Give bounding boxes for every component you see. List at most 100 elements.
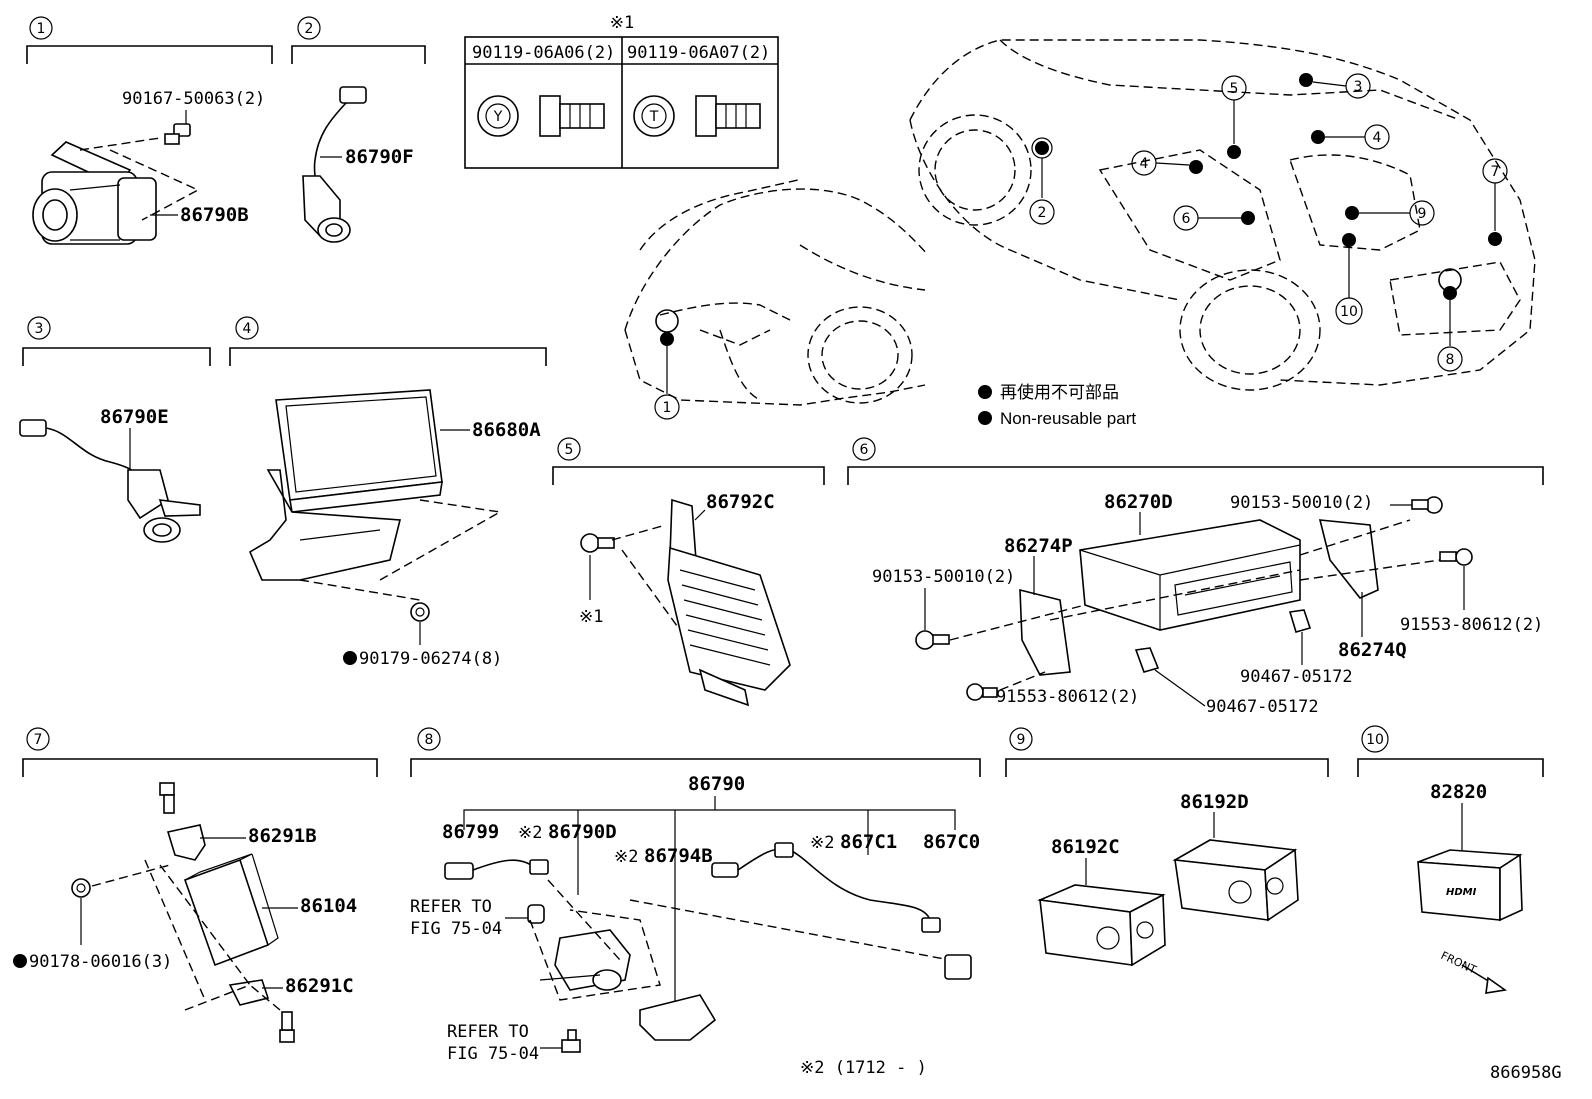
section-10-number: 10 — [1366, 732, 1384, 748]
clip-icon — [1134, 609, 1312, 673]
part-86274P: 86274P — [1004, 535, 1073, 557]
refer-to-1: REFER TO — [410, 897, 492, 917]
section-4: 4 86680A 90179-06274(8) — [229, 316, 547, 669]
part-867C0: 867C0 — [923, 831, 980, 853]
hdmi-port-82820-icon: HDMI — [1417, 849, 1523, 922]
bolt-icon — [164, 123, 191, 145]
bolt-icon — [915, 630, 950, 650]
section-1: 1 90167-50063(2) 86790B — [26, 16, 273, 245]
section-8: 8 86790 86799 ※2 86790D ※2 86794B ※2 867… — [410, 727, 981, 1064]
car-callout-6: 6 — [1182, 211, 1191, 227]
part-867C1: 867C1 — [840, 831, 897, 853]
fastener-90153-50010-right: 90153-50010(2) — [1230, 493, 1373, 513]
bolt-letter-y: Y — [493, 109, 503, 125]
section-4-number: 4 — [243, 321, 252, 337]
part-86790D: 86790D — [548, 821, 617, 843]
non-reusable-dot-icon — [13, 954, 27, 968]
part-86790: 86790 — [688, 773, 745, 795]
clip-icon — [561, 1029, 581, 1053]
part-86192C: 86192C — [1051, 836, 1120, 858]
bracket-86291C-icon — [228, 979, 270, 1006]
bolt-icon — [1411, 496, 1443, 514]
car-callout-8: 8 — [1446, 352, 1455, 368]
section-5-number: 5 — [565, 442, 574, 458]
usb-port-86192D-icon — [1172, 839, 1299, 922]
car-callout-1: 1 — [663, 400, 672, 416]
legend: 再使用不可部品 Non-reusable part — [978, 382, 1136, 428]
section-7-number: 7 — [34, 732, 43, 748]
note-mark-1: ※1 — [579, 607, 603, 627]
flange-bolt-icon — [695, 95, 761, 137]
section-9: 9 86192D 86192C — [1005, 727, 1329, 967]
module-86104-icon — [183, 853, 279, 967]
mark-2-b: ※2 — [614, 847, 638, 867]
part-86291C: 86291C — [285, 975, 354, 997]
navigation-unit-86270D-icon — [1079, 519, 1301, 631]
mark-2-a: ※2 — [518, 823, 542, 843]
section-10: 10 82820 HDMI FRONT — [1357, 725, 1544, 994]
section-6: 6 86270D 86274P 86274Q 90153-50010(2) 90… — [847, 437, 1544, 717]
car-rear-view: 2 3 4 4 5 6 7 — [909, 39, 1536, 428]
section-7: 7 86291B 86104 86291C 90178-06016(3) — [13, 727, 378, 1043]
bolt-icon — [966, 683, 998, 701]
legend-en: Non-reusable part — [1000, 409, 1136, 428]
car-callout-4b: 4 — [1373, 130, 1382, 146]
flange-bolt-icon — [539, 95, 605, 137]
figure-id: 866958G — [1490, 1063, 1562, 1083]
part-86799: 86799 — [442, 821, 499, 843]
part-86104: 86104 — [300, 895, 357, 917]
mark-2-c: ※2 — [810, 833, 834, 853]
bolt-table: ※1 90119-06A06(2) 90119-06A07(2) Y T — [464, 13, 779, 169]
section-1-number: 1 — [37, 21, 46, 37]
part-86680A: 86680A — [472, 419, 541, 441]
non-reusable-dot-icon — [978, 411, 992, 425]
camera-86790B-icon — [32, 141, 157, 245]
harness-867C1-icon — [711, 842, 941, 933]
car-callout-7: 7 — [1491, 164, 1500, 180]
non-reusable-dot-icon — [978, 385, 992, 399]
section-2-number: 2 — [305, 21, 314, 37]
bolt-icon — [159, 782, 175, 814]
fastener-90153-50010-left: 90153-50010(2) — [872, 567, 1015, 587]
part-82820: 82820 — [1430, 781, 1487, 803]
refer-fig-1: FIG 75-04 — [410, 919, 502, 939]
bracket-86291B-icon — [166, 824, 206, 861]
section-6-number: 6 — [860, 442, 869, 458]
bracket-86274P-icon — [1019, 588, 1071, 676]
bolt-table-cell-1: 90119-06A06(2) — [472, 43, 615, 63]
refer-to-2: REFER TO — [447, 1022, 529, 1042]
car-front-view: 1 — [624, 179, 929, 420]
footnote: ※2 (1712 - ) — [800, 1058, 927, 1078]
part-86790F: 86790F — [345, 146, 414, 168]
grommet-icon — [527, 904, 545, 924]
bolt-icon — [580, 533, 615, 553]
part-86790E: 86790E — [100, 406, 169, 428]
fastener-91553-80612-left: 91553-80612(2) — [996, 687, 1139, 707]
part-86794B: 86794B — [644, 845, 713, 867]
ecu-86792C-icon — [667, 498, 791, 707]
section-3-number: 3 — [35, 321, 44, 337]
non-reusable-dot-icon — [343, 651, 357, 665]
part-86274Q: 86274Q — [1338, 639, 1407, 661]
car-callout-5: 5 — [1230, 81, 1239, 97]
car-callout-2: 2 — [1038, 205, 1047, 221]
fastener-90167-50063: 90167-50063(2) — [122, 89, 265, 109]
section-3: 3 86790E — [19, 316, 211, 543]
part-86790B: 86790B — [180, 204, 249, 226]
section-8-number: 8 — [425, 732, 434, 748]
refer-fig-2: FIG 75-04 — [447, 1044, 539, 1064]
bolt-table-cell-2: 90119-06A07(2) — [627, 43, 770, 63]
part-86291B: 86291B — [248, 825, 317, 847]
camera-86790D-icon — [539, 929, 631, 991]
harness-86799-icon — [444, 859, 549, 880]
front-label: FRONT — [1439, 949, 1479, 977]
section-2: 2 86790F — [291, 16, 426, 243]
bolt-icon — [1439, 548, 1473, 566]
callout-markers: 2 3 4 4 5 6 7 — [1029, 73, 1508, 372]
section-9-number: 9 — [1017, 732, 1026, 748]
part-86270D: 86270D — [1104, 491, 1173, 513]
section-5: 5 86792C ※1 — [552, 437, 825, 707]
bolt-icon — [279, 1011, 295, 1043]
connector-867C0-icon — [944, 954, 972, 980]
